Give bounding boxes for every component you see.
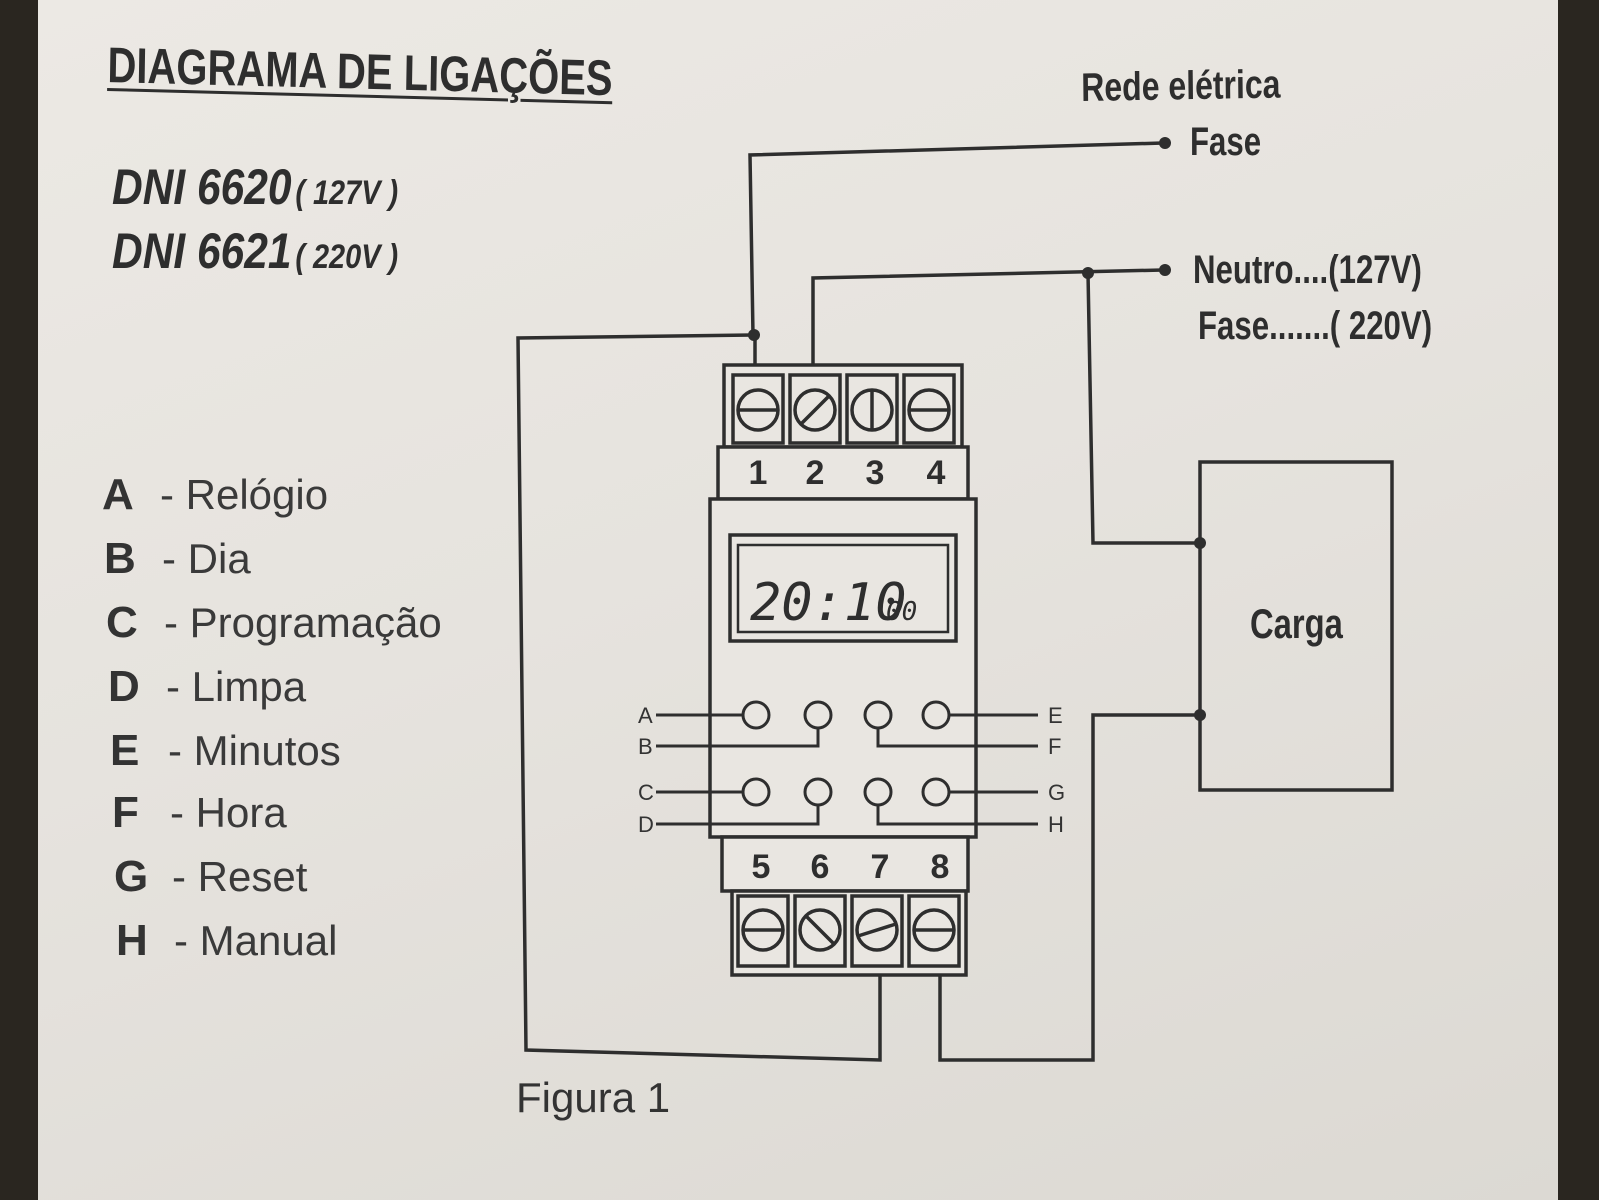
button-leads — [656, 713, 1038, 826]
button-label-g: G — [1048, 780, 1065, 805]
screw-slot-3 — [845, 373, 899, 445]
load-box — [1198, 460, 1394, 792]
button-label-a: A — [638, 703, 653, 728]
model-voltage: ( 127V ) — [295, 174, 399, 212]
button-e-icon — [921, 700, 951, 730]
button-a-icon — [741, 700, 771, 730]
button-label-b: B — [638, 734, 653, 759]
neutral-to-terminal2-wire — [811, 268, 1164, 375]
screw-icon — [798, 908, 842, 952]
button-f-icon — [863, 700, 893, 730]
terminal-2-label: 2 — [806, 454, 825, 492]
phase-source-dot — [1159, 137, 1171, 149]
load-to-terminal8-wire — [938, 713, 1200, 1062]
legend-item: D- Limpa — [108, 662, 307, 711]
screw-slot-1 — [731, 373, 785, 445]
button-d-icon — [803, 777, 833, 807]
terminal-8-label: 8 — [931, 848, 950, 886]
button-label-e: E — [1048, 703, 1063, 728]
model-name: DNI 6620 — [112, 159, 292, 215]
screw-slot-6 — [793, 894, 847, 968]
terminal-3-label: 3 — [866, 454, 885, 492]
button-h-icon — [863, 777, 893, 807]
screw-slot-7 — [850, 894, 904, 968]
phase-220v-label: Fase.......( 220V) — [1198, 304, 1433, 348]
bottom-screws — [736, 894, 961, 968]
button-label-f: F — [1048, 734, 1061, 759]
screw-slot-4 — [902, 373, 956, 445]
screw-icon — [793, 388, 837, 432]
button-b-icon — [803, 700, 833, 730]
timer-device: 1 2 3 4 20:10 00 — [638, 363, 1065, 977]
phase-junction-dot — [748, 329, 760, 341]
screw-slot-8 — [907, 894, 961, 968]
model-voltage: ( 220V ) — [295, 238, 399, 276]
legend-item: F- Hora — [112, 788, 287, 837]
screw-slot-5 — [736, 894, 790, 968]
load-label: Carga — [1250, 600, 1343, 647]
lcd-seconds: 00 — [886, 597, 917, 627]
phase-wire — [748, 141, 1164, 336]
button-c-icon — [741, 777, 771, 807]
legend-item: H- Manual — [116, 916, 338, 965]
button-g-icon — [921, 777, 951, 807]
button-label-c: C — [638, 780, 654, 805]
lcd-time: 20:10 — [750, 573, 907, 633]
neutral-127v-label: Neutro....(127V) — [1193, 248, 1422, 292]
screw-slot-2 — [788, 373, 842, 445]
terminal-5-label: 5 — [752, 848, 771, 886]
terminal-6-label: 6 — [811, 848, 830, 886]
paper-sheet: DIAGRAMA DE LIGAÇÕES DNI 6620 ( 127V ) D… — [38, 0, 1558, 1200]
legend-item: B- Dia — [104, 534, 251, 583]
model-name: DNI 6621 — [112, 223, 292, 279]
model-dni-6621: DNI 6621 ( 220V ) — [112, 222, 398, 280]
terminal-4-label: 4 — [927, 454, 946, 492]
top-screws — [731, 373, 956, 445]
model-dni-6620: DNI 6620 ( 127V ) — [112, 158, 398, 216]
terminal-7-label: 7 — [871, 848, 890, 886]
legend-item: E- Minutos — [110, 726, 341, 775]
screw-icon — [855, 908, 899, 952]
lcd-frame — [728, 533, 958, 643]
bottom-terminal-block — [730, 889, 968, 977]
phase-label: Fase — [1190, 120, 1262, 164]
top-terminal-block — [722, 363, 964, 449]
phase-to-terminal7-wire — [516, 333, 882, 1062]
lcd-screen — [736, 543, 950, 634]
junction-dots — [748, 137, 1206, 721]
legend-item: A- Relógio — [102, 470, 329, 519]
button-label-d: D — [638, 812, 654, 837]
button-label-h: H — [1048, 812, 1064, 837]
legend-item: C- Programação — [106, 598, 442, 647]
figure-caption: Figura 1 — [516, 1074, 671, 1121]
neutral-junction-dot — [1082, 267, 1094, 279]
wiring-diagram: 1 2 3 4 20:10 00 — [516, 137, 1394, 1062]
legend-item: G- Reset — [114, 852, 308, 901]
terminal-1-label: 1 — [749, 454, 768, 492]
wires — [516, 141, 1200, 1062]
neutral-to-load-wire — [1086, 272, 1200, 545]
neutral-source-dot — [1159, 264, 1171, 276]
